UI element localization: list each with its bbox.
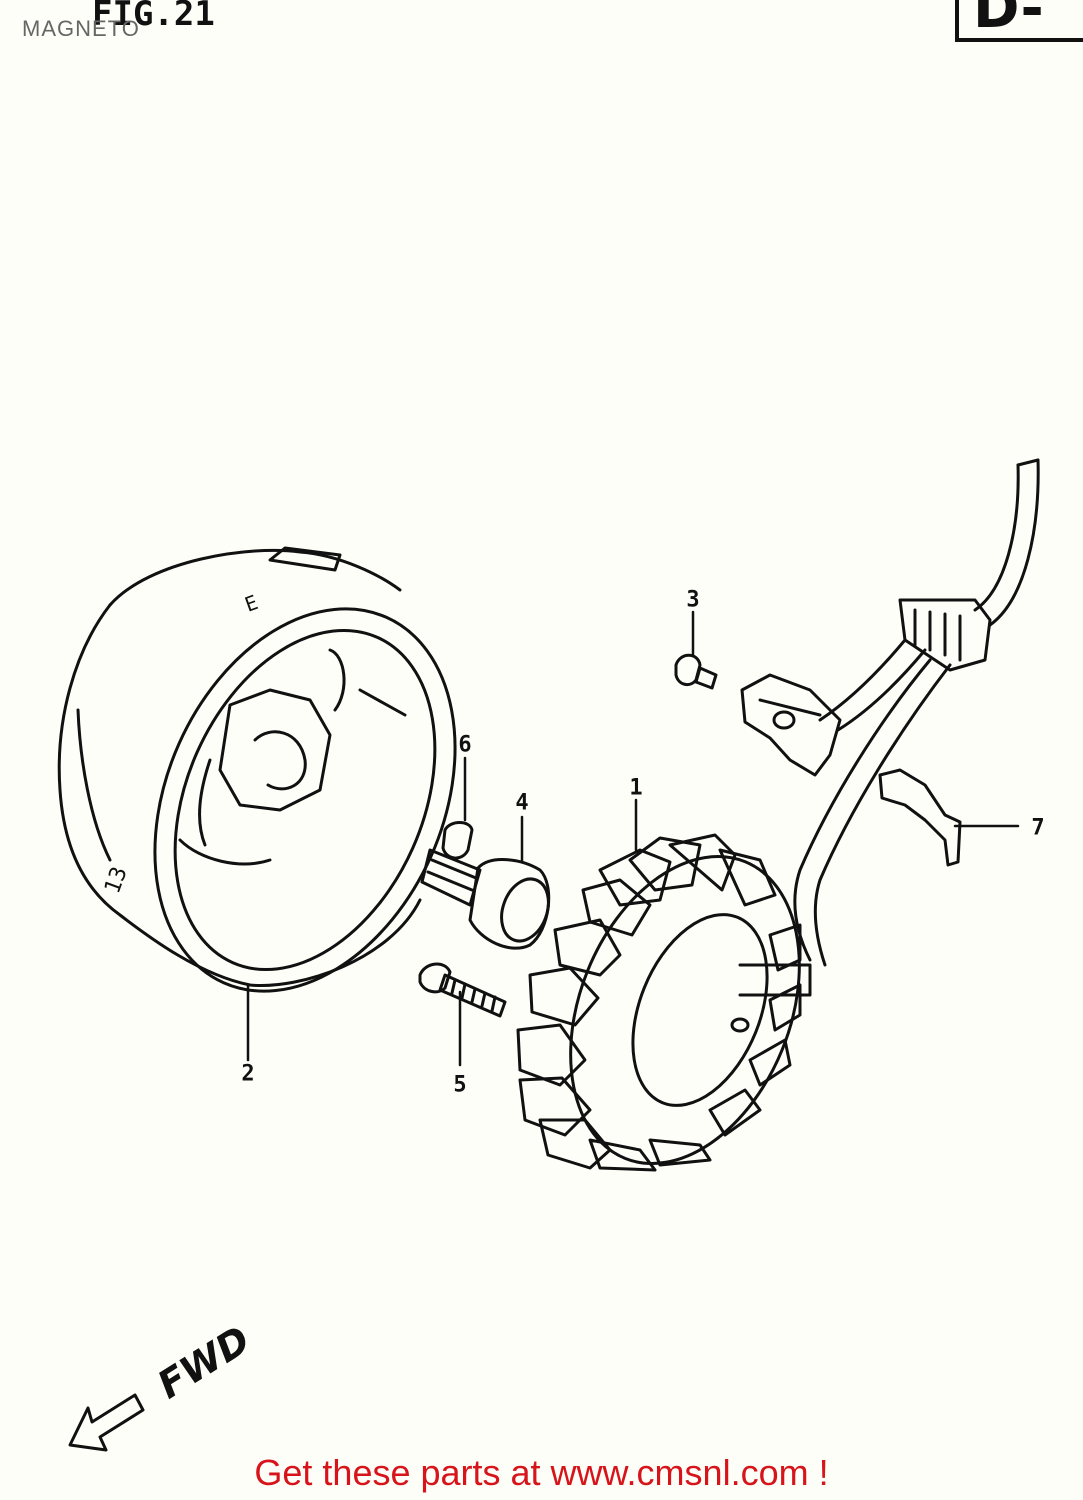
footer-link[interactable]: Get these parts at www.cmsnl.com !: [254, 1452, 829, 1493]
flange-bolt-drawing: [420, 848, 551, 950]
svg-text:E: E: [242, 590, 262, 617]
leader-lines: [246, 610, 1020, 1067]
section-code: D-: [973, 0, 1044, 41]
svg-text:13: 13: [100, 864, 133, 897]
stator-drawing: [516, 833, 812, 1172]
key-drawing: [441, 821, 474, 860]
part-number-6: 6: [458, 732, 472, 758]
part-number-1: 1: [629, 775, 643, 801]
fwd-arrow-icon: [68, 1393, 145, 1452]
part-number-2: 2: [241, 1061, 255, 1087]
part-number-5: 5: [453, 1072, 467, 1098]
bracket-drawing: [878, 768, 962, 867]
section-code-box: D-: [955, 0, 1083, 42]
screw-drawing: [418, 962, 507, 1018]
wire-harness-drawing: [793, 458, 1040, 967]
part-number-3: 3: [686, 587, 700, 613]
figure-number: FIG.21: [92, 0, 215, 34]
part-number-7: 7: [1031, 815, 1045, 841]
clamp-screw-drawing: [674, 653, 842, 777]
part-number-4: 4: [515, 790, 529, 816]
page-title: MAGNETO: [22, 16, 140, 41]
